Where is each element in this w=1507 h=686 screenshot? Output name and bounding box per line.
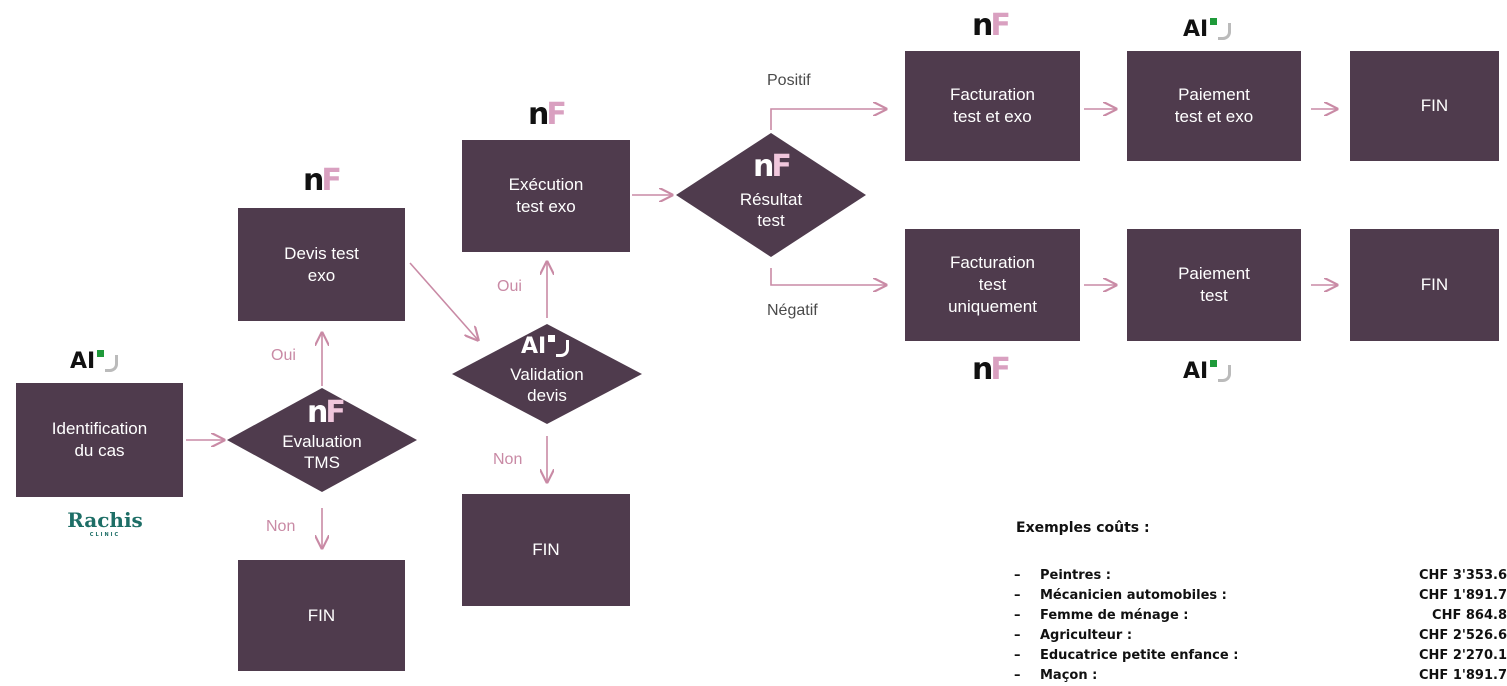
- node-devis: Devis test exo: [238, 208, 405, 321]
- cost-label: Mécanicien automobiles :: [1040, 588, 1227, 603]
- cost-row: – Mécanicien automobiles : CHF 1'891.7: [1014, 588, 1507, 606]
- resultat-diamond: [676, 133, 866, 257]
- validation-diamond: [452, 324, 642, 424]
- nf-logo: nF: [972, 8, 1011, 43]
- arrow-resultat-positif: [770, 109, 886, 130]
- cost-label: Femme de ménage :: [1040, 608, 1189, 623]
- node-execution: Exécution test exo: [462, 140, 630, 252]
- node-fin-positif: FIN: [1350, 51, 1499, 161]
- evaluation-diamond: [227, 388, 417, 492]
- cost-label: Agriculteur :: [1040, 628, 1133, 643]
- label-valid-non: Non: [493, 451, 523, 468]
- ai-logo: AI: [1183, 18, 1232, 42]
- cost-row: – Educatrice petite enfance : CHF 2'270.1: [1014, 648, 1507, 666]
- cost-bullet: –: [1014, 628, 1021, 643]
- nf-logo: nF: [528, 97, 567, 132]
- node-fin-negatif: FIN: [1350, 229, 1499, 341]
- evaluation-label: Evaluation TMS: [282, 432, 362, 472]
- ai-logo: AI: [521, 335, 570, 359]
- node-fin-validation: FIN: [462, 494, 630, 606]
- cost-label: Educatrice petite enfance :: [1040, 648, 1239, 663]
- flowchart-connectors: [186, 0, 1499, 671]
- arrow-resultat-negatif: [770, 268, 886, 285]
- cost-row: – Maçon : CHF 1'891.7: [1014, 668, 1507, 686]
- cost-bullet: –: [1014, 648, 1021, 663]
- node-fin-evaluation: FIN: [238, 560, 405, 671]
- node-paiement-test-exo: Paiement test et exo: [1127, 51, 1301, 161]
- label-positif: Positif: [767, 72, 811, 89]
- cost-row: – Agriculteur : CHF 2'526.6: [1014, 628, 1507, 646]
- label-eval-non: Non: [266, 518, 296, 535]
- nf-logo: nF: [972, 352, 1011, 387]
- cost-bullet: –: [1014, 588, 1021, 603]
- rachis-clinic-logo: Rachis CLINIC: [67, 508, 143, 538]
- cost-value: CHF 1'891.7: [1419, 588, 1507, 603]
- label-eval-oui: Oui: [271, 347, 296, 364]
- node-facturation-test-exo: Facturation test et exo: [905, 51, 1080, 161]
- cost-value: CHF 1'891.7: [1419, 668, 1507, 683]
- cost-bullet: –: [1014, 608, 1021, 623]
- label-negatif: Négatif: [767, 302, 818, 319]
- nf-logo: nF: [303, 163, 342, 198]
- node-identification: Identification du cas: [16, 383, 183, 497]
- cost-row: – Femme de ménage : CHF 864.8: [1014, 608, 1507, 626]
- validation-label: Validation devis: [510, 365, 584, 405]
- cost-value: CHF 864.8: [1432, 608, 1507, 623]
- nf-logo: nF: [307, 395, 346, 430]
- nf-logo: nF: [753, 149, 792, 184]
- arrow-devis-validation: [409, 262, 478, 340]
- node-facturation-test: Facturation test uniquement: [905, 229, 1080, 341]
- cost-bullet: –: [1014, 568, 1021, 583]
- ai-logo: AI: [1183, 360, 1232, 384]
- cost-value: CHF 3'353.6: [1419, 568, 1507, 583]
- cost-label: Peintres :: [1040, 568, 1111, 583]
- cost-row: – Peintres : CHF 3'353.6: [1014, 568, 1507, 586]
- node-paiement-test: Paiement test: [1127, 229, 1301, 341]
- cost-value: CHF 2'270.1: [1419, 648, 1507, 663]
- resultat-label: Résultat test: [739, 190, 803, 230]
- costs-title: Exemples coûts :: [1016, 520, 1150, 536]
- cost-value: CHF 2'526.6: [1419, 628, 1507, 643]
- cost-label: Maçon :: [1040, 668, 1098, 683]
- label-valid-oui: Oui: [497, 278, 522, 295]
- cost-bullet: –: [1014, 668, 1021, 683]
- ai-logo: AI: [70, 350, 119, 374]
